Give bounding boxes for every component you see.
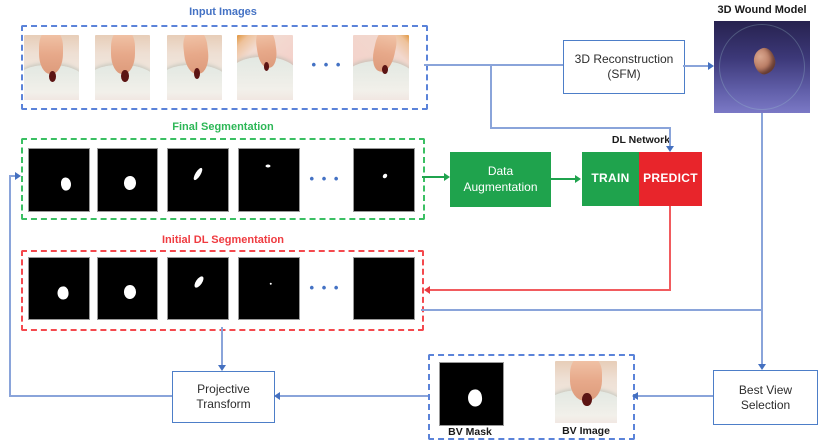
arrowhead-into-predict [666,146,674,152]
predict-label: PREDICT [643,171,698,186]
predict-box: PREDICT [639,152,702,206]
final-segmentation-group-box [21,138,425,220]
final-mask-4 [238,148,300,212]
segmentation-blob [192,167,204,182]
heel-graphic [110,35,136,74]
final-mask-1 [28,148,90,212]
recon-box: 3D Reconstruction (SFM) [563,40,685,94]
data-augmentation-box: Data Augmentation [450,152,551,207]
bv-mask-image [439,362,504,426]
segmentation-blob [265,164,271,168]
final-mask-3 [167,148,229,212]
input-ellipsis: • • • [311,57,343,72]
input-photo-4 [237,35,293,100]
arrowhead-into-projective-right [274,392,280,400]
connector-predict-to-initial [430,289,671,291]
train-box: TRAIN [582,152,639,206]
input-photo-1 [24,35,79,100]
connector-bestview-to-bvbox [638,395,713,397]
train-label: TRAIN [591,171,630,186]
recon-line1: 3D Reconstruction [574,52,674,66]
connector-initial-to-bestview-line [421,309,763,311]
connector-branch-down [490,64,492,129]
final-segmentation-label: Final Segmentation [172,121,274,133]
input-photo-5 [353,35,409,100]
connector-dataaug-to-train [551,178,576,180]
connector-final-to-dataaug [422,176,446,178]
bv-mask-label: BV Mask [448,426,492,438]
arrowhead-into-projective-top [218,365,226,371]
segmentation-blob [382,172,389,179]
wound-graphic [382,64,388,74]
segmentation-blob [193,275,206,290]
best-view-line2: Selection [740,397,791,412]
initial-ellipsis: • • • [309,280,341,295]
best-view-line1: Best View [738,382,793,397]
connector-input-to-recon [424,64,563,66]
input-photo-2 [95,35,150,100]
segmentation-blob [123,175,138,191]
segmentation-blob [60,176,73,191]
wound-graphic [48,70,56,83]
connector-bvbox-to-projective [280,395,428,397]
connector-recon-to-model [683,65,710,67]
arrowhead-into-bestview [758,364,766,370]
initial-dl-segmentation-label: Initial DL Segmentation [161,234,285,246]
wound-graphic [193,67,200,80]
connector-into-dl-network [669,127,671,147]
initial-mask-1 [28,257,90,320]
arrowhead-into-initial [424,286,430,294]
final-mask-2 [97,148,158,212]
wound-model-label: 3D Wound Model [717,4,807,16]
recon-line2: (SFM) [607,67,641,81]
connector-into-final [9,175,16,177]
sphere-wireframe-graphic [719,24,805,110]
arrowhead-into-bvbox [632,392,638,400]
connector-initial-to-projective [221,327,223,366]
final-ellipsis: • • • [309,171,341,186]
arrowhead-into-train [575,175,581,183]
segmentation-blob [269,282,273,285]
initial-mask-4 [238,257,300,320]
projective-line1: Projective [197,382,250,396]
best-view-selection-box: Best View Selection [713,370,818,425]
dl-network-label: DL Network [611,134,671,146]
data-augmentation-line1: Data [487,163,514,178]
connector-projective-left [10,395,172,397]
connector-predict-down [669,206,671,291]
bv-image-label: BV Image [562,425,610,437]
connector-left-vertical [9,176,11,397]
wound-graphic [120,70,129,82]
input-images-group-box [21,25,428,110]
initial-mask-5 [353,257,415,320]
connector-model-to-bestview [761,113,763,365]
projective-line2: Transform [196,397,251,411]
segmentation-blob [466,388,483,408]
wound-graphic [582,393,592,406]
bv-image [555,361,617,423]
arrowhead-into-dataaug [444,173,450,181]
initial-mask-2 [97,257,158,320]
input-photo-3 [167,35,222,100]
input-images-label: Input Images [189,6,257,18]
final-mask-5 [353,148,415,212]
projective-transform-box: Projective Transform [172,371,275,423]
arrowhead-into-final [15,172,21,180]
segmentation-blob [123,284,137,299]
wound-graphic [263,62,270,72]
data-augmentation-line2: Augmentation [463,179,538,194]
connector-branch-right [490,127,671,129]
initial-mask-3 [167,257,229,320]
wound-model-image [714,21,810,113]
segmentation-blob [56,285,70,300]
arrowhead-into-model [708,62,714,70]
heel-graphic [38,35,64,74]
